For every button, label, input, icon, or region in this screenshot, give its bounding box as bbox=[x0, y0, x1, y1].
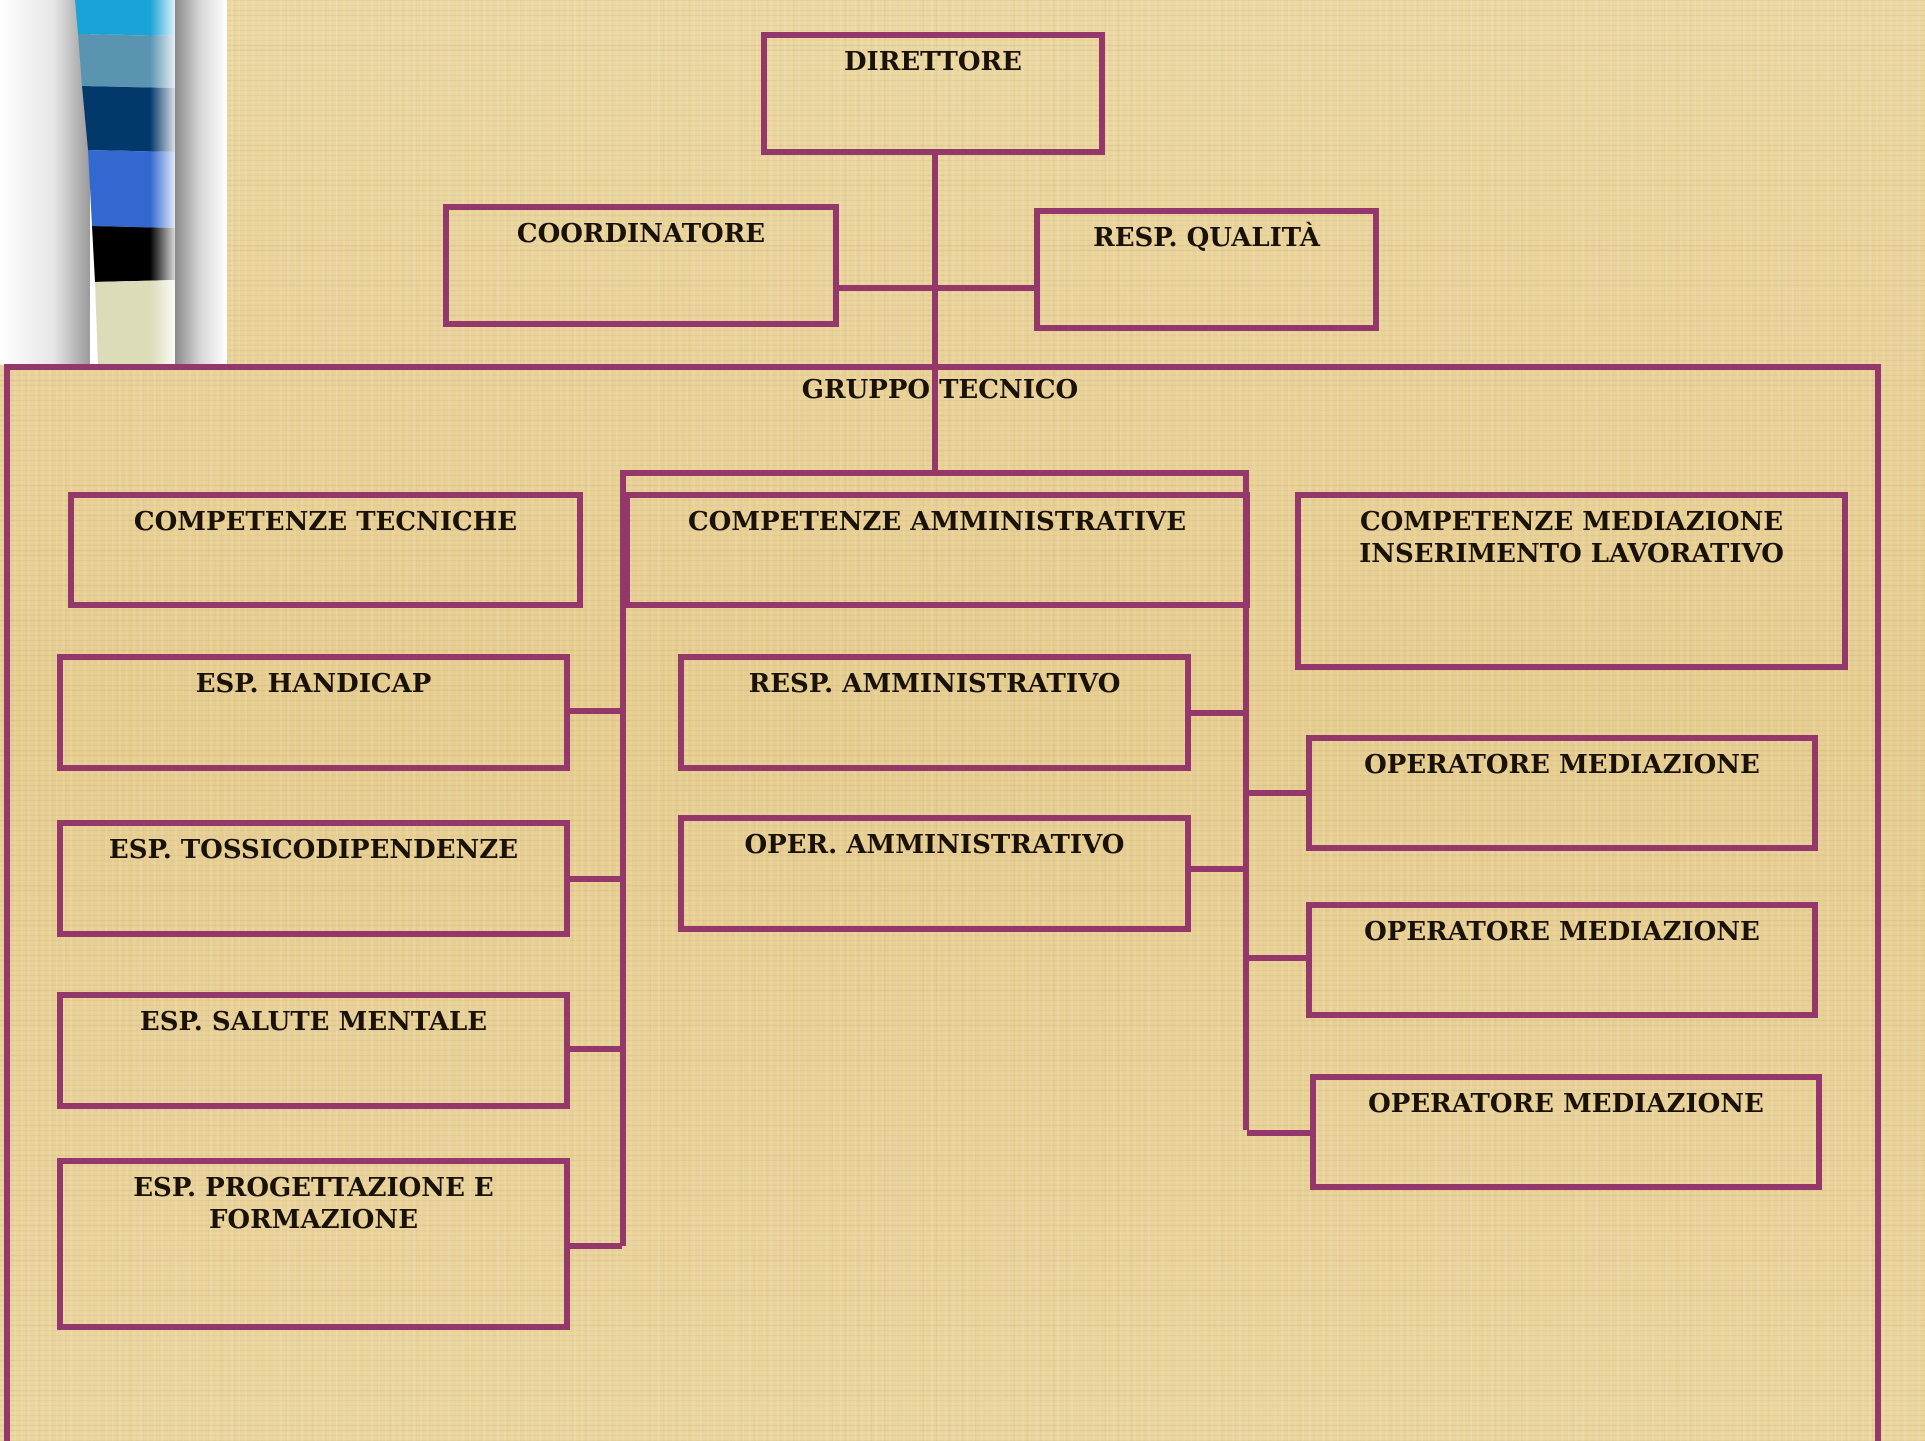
connector-line bbox=[566, 1046, 622, 1052]
operatore-mediazione-box: OPERATORE MEDIAZIONE bbox=[1306, 735, 1818, 851]
connector-line bbox=[620, 470, 1249, 476]
connector-line bbox=[1187, 710, 1245, 716]
connector-line bbox=[932, 154, 938, 476]
connector-line bbox=[566, 1243, 622, 1249]
striped-cylinder-graphic bbox=[0, 0, 227, 365]
operatore-mediazione-box: OPERATORE MEDIAZIONE bbox=[1306, 902, 1818, 1018]
gruppo-tecnico-title: GRUPPO TECNICO bbox=[801, 375, 1079, 405]
connector-line bbox=[566, 708, 622, 714]
operatore-mediazione-box: OPERATORE MEDIAZIONE bbox=[1310, 1074, 1822, 1190]
direttore-box: DIRETTORE bbox=[761, 32, 1105, 155]
connector-line bbox=[1247, 790, 1310, 796]
esp-progettazione-formazione-box: ESP. PROGETTAZIONE E FORMAZIONE bbox=[57, 1158, 570, 1330]
connector-line bbox=[1243, 470, 1249, 1130]
oper-amministrativo-box: OPER. AMMINISTRATIVO bbox=[678, 815, 1191, 932]
resp-qualita-box: RESP. QUALITÀ bbox=[1034, 208, 1379, 331]
corner-decoration bbox=[0, 0, 227, 365]
connector-line bbox=[835, 285, 1035, 291]
connector-line bbox=[1187, 866, 1245, 872]
competenze-tecniche-box: COMPETENZE TECNICHE bbox=[68, 492, 583, 608]
competenze-mediazione-box: COMPETENZE MEDIAZIONE INSERIMENTO LAVORA… bbox=[1295, 492, 1848, 670]
esp-salute-mentale-box: ESP. SALUTE MENTALE bbox=[57, 992, 570, 1109]
coordinatore-box: COORDINATORE bbox=[443, 204, 839, 327]
esp-handicap-box: ESP. HANDICAP bbox=[57, 654, 570, 771]
connector-line bbox=[1247, 1130, 1312, 1136]
competenze-amministrative-box: COMPETENZE AMMINISTRATIVE bbox=[624, 492, 1250, 608]
connector-line bbox=[566, 876, 622, 882]
connector-line bbox=[620, 470, 626, 1246]
connector-line bbox=[1247, 955, 1310, 961]
resp-amministrativo-box: RESP. AMMINISTRATIVO bbox=[678, 654, 1191, 771]
esp-tossicodipendenze-box: ESP. TOSSICODIPENDENZE bbox=[57, 820, 570, 937]
gruppo-tecnico-frame bbox=[4, 364, 1881, 1441]
